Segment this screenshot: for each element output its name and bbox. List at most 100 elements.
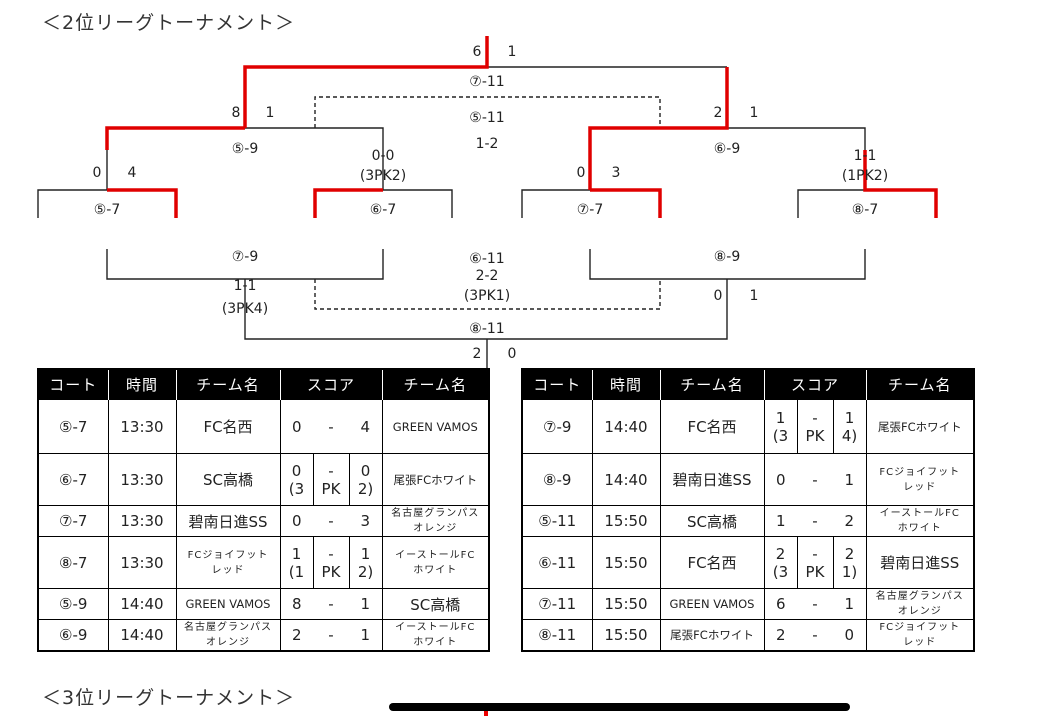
team-cell: GREEN VAMOS — [659, 588, 765, 620]
score-left: 6 — [473, 44, 482, 60]
bracket-line — [797, 189, 865, 218]
bracket-line — [383, 189, 453, 218]
team-name-line: イーストールFC — [879, 508, 960, 519]
team-name-line: ホワイト — [413, 564, 458, 576]
pk-label: PK — [321, 479, 341, 498]
match-pk: (3PK2) — [360, 168, 406, 184]
score-left: 0 — [577, 165, 586, 181]
winner-line — [863, 150, 938, 218]
team-cell: 尾張FCホワイト — [865, 399, 975, 454]
table-row: ⑧-9 14:40 碧南日進SS 0 - 1 FCジョイフットレッド — [521, 453, 975, 506]
pk-label: PK — [321, 562, 341, 581]
score-left: 2 — [714, 105, 723, 121]
match-pk: (3PK4) — [222, 301, 268, 317]
score-pk-cell: 1(3 — [763, 399, 798, 454]
bracket-line — [727, 127, 866, 150]
header-court: コート — [38, 369, 108, 400]
score-cell: 1 — [349, 619, 383, 652]
team-cell: FCジョイフットレッド — [175, 536, 281, 589]
score-right: 3 — [612, 165, 621, 181]
time-cell: 13:30 — [107, 453, 177, 506]
header-score: スコア — [279, 369, 383, 400]
header-court: コート — [522, 369, 592, 400]
winner-line — [105, 126, 245, 150]
match-result: 1-1 — [234, 278, 257, 294]
score-cell: 1 — [349, 588, 383, 620]
header-team: チーム名 — [175, 369, 280, 400]
match-label: ⑥-7 — [370, 202, 397, 218]
score-right: 1 — [508, 44, 517, 60]
score-cell: 8 — [279, 588, 313, 620]
team-name-line: FCジョイフット — [187, 549, 269, 561]
score-cell: 0 — [833, 619, 867, 652]
court-cell: ⑤-7 — [37, 399, 109, 454]
team-cell: FCジョイフットレッド — [865, 619, 975, 652]
home-indicator[interactable] — [389, 703, 850, 711]
pk-score: 1) — [841, 562, 858, 581]
bracket-line-stub — [484, 711, 488, 716]
time-cell: 14:40 — [591, 399, 661, 454]
score-dash: - — [328, 461, 334, 480]
match-label: ⑤-11 — [469, 110, 504, 126]
match-label: ⑤-9 — [232, 141, 259, 157]
score-dash: - — [797, 588, 833, 620]
team-cell: SC高橋 — [381, 588, 490, 620]
pk-score: 2) — [357, 479, 374, 498]
score: 1 — [844, 408, 855, 427]
table-header-row: コート 時間 チーム名 スコア チーム名 — [38, 369, 490, 400]
score-dash: - — [313, 399, 349, 454]
court-cell: ⑥-11 — [521, 536, 593, 589]
match-label: ⑦-11 — [469, 74, 504, 90]
pk-score: (3 — [288, 479, 305, 498]
score-pk-cell: 0(3 — [279, 453, 314, 506]
score-right: 1 — [266, 105, 275, 121]
team-name-line: オレンジ — [206, 637, 250, 648]
time-cell: 13:30 — [107, 505, 177, 537]
table-row: ⑤-7 13:30 FC名西 0 - 4 GREEN VAMOS — [37, 399, 490, 454]
score-left: 0 — [714, 288, 723, 304]
team-cell: GREEN VAMOS — [175, 588, 281, 620]
winner-line — [313, 188, 383, 218]
team-cell: 名古屋グランパスオレンジ — [175, 619, 281, 652]
pk-score: 2) — [357, 562, 374, 581]
team-name-line: レッド — [211, 564, 245, 576]
table-row: ⑦-11 15:50 GREEN VAMOS 6 - 1 名古屋グランパスオレン… — [521, 588, 975, 620]
score-pk-cell: 2(3 — [763, 536, 798, 589]
team-name-line: 名古屋グランパス — [875, 591, 964, 602]
match-label: ⑥-9 — [714, 141, 741, 157]
team-name-line: レッド — [903, 637, 937, 648]
header-team: チーム名 — [381, 369, 490, 400]
pk-label: PK — [805, 562, 825, 581]
score-dash: - — [812, 544, 818, 563]
score-pk-cell: 1(1 — [279, 536, 314, 589]
match-label: ⑦-7 — [577, 202, 604, 218]
table-header-row: コート 時間 チーム名 スコア チーム名 — [522, 369, 975, 400]
pk-score: (3 — [772, 426, 789, 445]
score-dash: - — [313, 588, 349, 620]
score-dash: - — [812, 408, 818, 427]
section-title-2nd: ＜2位リーグトーナメント＞ — [42, 12, 296, 34]
bracket-line — [315, 127, 384, 190]
court-cell: ⑥-9 — [37, 619, 109, 652]
match-label: ⑧-7 — [852, 202, 879, 218]
header-team: チーム名 — [865, 369, 975, 400]
court-cell: ⑧-9 — [521, 453, 593, 506]
score-dash: - — [797, 453, 833, 506]
team-name-line: ホワイト — [413, 637, 458, 648]
match-pk: (1PK2) — [842, 168, 888, 184]
match-result: 2-2 — [476, 268, 499, 284]
match-result: 1-2 — [476, 136, 499, 152]
team-name-line: オレンジ — [413, 523, 458, 534]
score-cell: 0 — [763, 453, 797, 506]
team-name-line: 名古屋グランパス — [184, 622, 272, 633]
time-cell: 15:50 — [591, 588, 661, 620]
match-label: ⑥-11 — [469, 251, 504, 267]
section-title-3rd: ＜3位リーグトーナメント＞ — [42, 687, 296, 709]
winner-line — [107, 188, 178, 218]
